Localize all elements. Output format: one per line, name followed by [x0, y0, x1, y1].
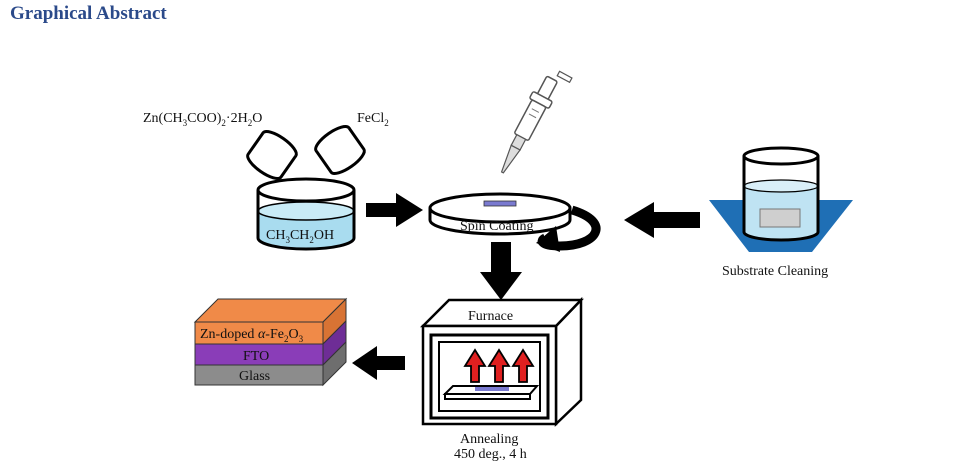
zinc-precursor-label: Zn(CH3COO)2·2H2O: [143, 111, 262, 128]
layer-middle-label: FTO: [243, 349, 269, 364]
pipette-icon: [500, 70, 573, 174]
heat-arrow-icon: [463, 348, 487, 383]
spin-coating-label: Spin Coating: [460, 219, 534, 234]
spin-coater-icon: [428, 192, 601, 252]
precursor-beaker-icon: [256, 177, 356, 251]
arrow-from-cleaning-icon: [624, 202, 700, 238]
substrate-cleaning-label: Substrate Cleaning: [722, 264, 828, 279]
pouring-cup-left-icon: [246, 130, 298, 180]
furnace-icon: [419, 296, 584, 427]
annealing-conditions-label: 450 deg., 4 h: [454, 447, 527, 462]
layer-top-label: Zn-doped α-Fe2O3: [200, 327, 304, 344]
arrow-to-spin-coating-icon: [366, 193, 423, 227]
arrow-to-furnace-icon: [480, 242, 522, 300]
furnace-label: Furnace: [468, 309, 513, 324]
heat-arrow-icon: [511, 348, 535, 383]
pouring-cup-right-icon: [314, 125, 366, 175]
layer-bottom-label: Glass: [239, 369, 270, 384]
annealing-label: Annealing: [460, 432, 518, 447]
arrow-to-film-icon: [352, 346, 405, 380]
solvent-label: CH3CH2OH: [266, 228, 334, 245]
iron-precursor-label: FeCl2: [357, 111, 389, 128]
substrate-cleaning-icon: [709, 146, 853, 252]
film-stack-icon: [193, 297, 348, 387]
heat-arrow-icon: [487, 348, 511, 383]
page-title: Graphical Abstract: [10, 3, 167, 24]
